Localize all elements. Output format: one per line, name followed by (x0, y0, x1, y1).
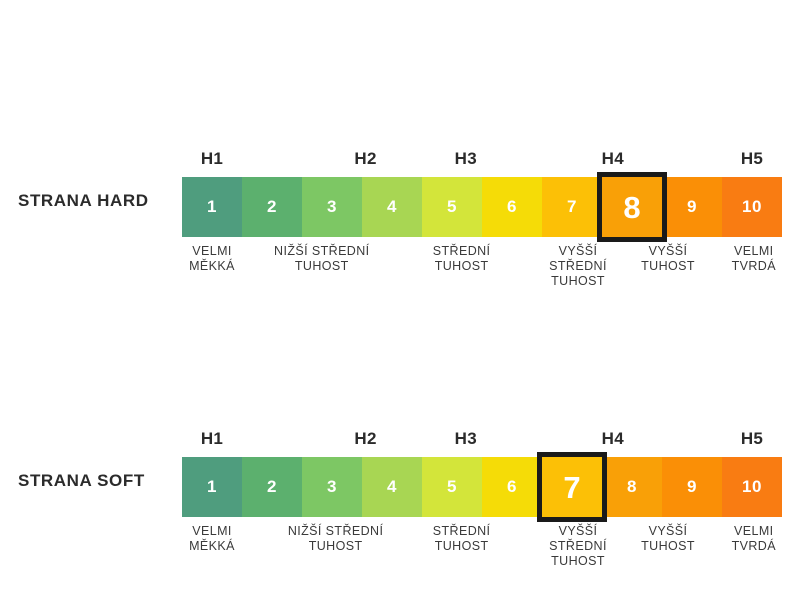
hardness-caption-4-soft: VYŠŠÍ STŘEDNÍ TUHOST (549, 524, 607, 568)
scale-cell-9-hard[interactable]: 9 (662, 177, 722, 237)
group-label-h4-soft: H4 (601, 429, 624, 448)
scale-cell-9-soft[interactable]: 9 (662, 457, 722, 517)
scale-cell-10-soft[interactable]: 10 (722, 457, 782, 517)
scale-cell-4-soft[interactable]: 4 (362, 457, 422, 517)
group-label-row-hard: H1 H2 H3 H4 H5 (182, 149, 782, 171)
group-label-h2-soft: H2 (354, 429, 377, 448)
scale-cell-1-hard[interactable]: 1 (182, 177, 242, 237)
selected-hardness-box-soft[interactable]: 7 (537, 452, 607, 522)
caption-row-soft: VELMI MĚKKÁ NIŽŠÍ STŘEDNÍ TUHOST STŘEDNÍ T… (182, 524, 782, 594)
hardness-caption-1-soft: VELMI MĚKKÁ (189, 524, 235, 553)
scale-cell-2-hard[interactable]: 2 (242, 177, 302, 237)
hardness-caption-3-soft: STŘEDNÍ TUHOST (432, 524, 491, 553)
scale-cell-3-soft[interactable]: 3 (302, 457, 362, 517)
group-label-h1-soft: H1 (200, 429, 224, 448)
group-label-h2-hard: H2 (354, 149, 377, 168)
hardness-caption-5-soft: VYŠŠÍ TUHOST (641, 524, 695, 553)
scale-cell-2-soft[interactable]: 2 (242, 457, 302, 517)
group-label-h4-hard: H4 (601, 149, 624, 168)
scale-cell-6-hard[interactable]: 6 (482, 177, 542, 237)
hardness-caption-6-hard: VELMI TVRDÁ (731, 244, 776, 273)
group-label-row-soft: H1 H2 H3 H4 H5 (182, 429, 782, 451)
caption-row-hard: VELMI MĚKKÁ NIŽŠÍ STŘEDNÍ TUHOST STŘEDNÍ T… (182, 244, 782, 314)
scale-cell-5-soft[interactable]: 5 (422, 457, 482, 517)
hardness-caption-6-soft: VELMI TVRDÁ (731, 524, 776, 553)
scale-cell-8-soft[interactable]: 8 (602, 457, 662, 517)
scale-cell-6-soft[interactable]: 6 (482, 457, 542, 517)
group-label-h3-hard: H3 (454, 149, 477, 168)
scale-title-hard: STRANA HARD (18, 191, 149, 210)
hardness-caption-2-soft: NIŽŠÍ STŘEDNÍ TUHOST (287, 524, 384, 553)
scale-title-soft: STRANA SOFT (18, 471, 145, 490)
group-label-h5-soft: H5 (740, 429, 764, 448)
group-label-h1-hard: H1 (200, 149, 224, 168)
selected-hardness-box-hard[interactable]: 8 (597, 172, 667, 242)
group-label-h5-hard: H5 (740, 149, 764, 168)
scale-cell-1-soft[interactable]: 1 (182, 457, 242, 517)
scale-cell-4-hard[interactable]: 4 (362, 177, 422, 237)
scale-cell-5-hard[interactable]: 5 (422, 177, 482, 237)
hardness-caption-5-hard: VYŠŠÍ TUHOST (641, 244, 695, 273)
hardness-caption-2-hard: NIŽŠÍ STŘEDNÍ TUHOST (274, 244, 370, 273)
group-label-h3-soft: H3 (454, 429, 477, 448)
scale-cell-7-hard[interactable]: 7 (542, 177, 602, 237)
scale-cell-10-hard[interactable]: 10 (722, 177, 782, 237)
scale-cell-3-hard[interactable]: 3 (302, 177, 362, 237)
hardness-caption-4-hard: VYŠŠÍ STŘEDNÍ TUHOST (549, 244, 607, 288)
hardness-caption-1-hard: VELMI MĚKKÁ (189, 244, 235, 273)
hardness-caption-3-hard: STŘEDNÍ TUHOST (432, 244, 491, 273)
